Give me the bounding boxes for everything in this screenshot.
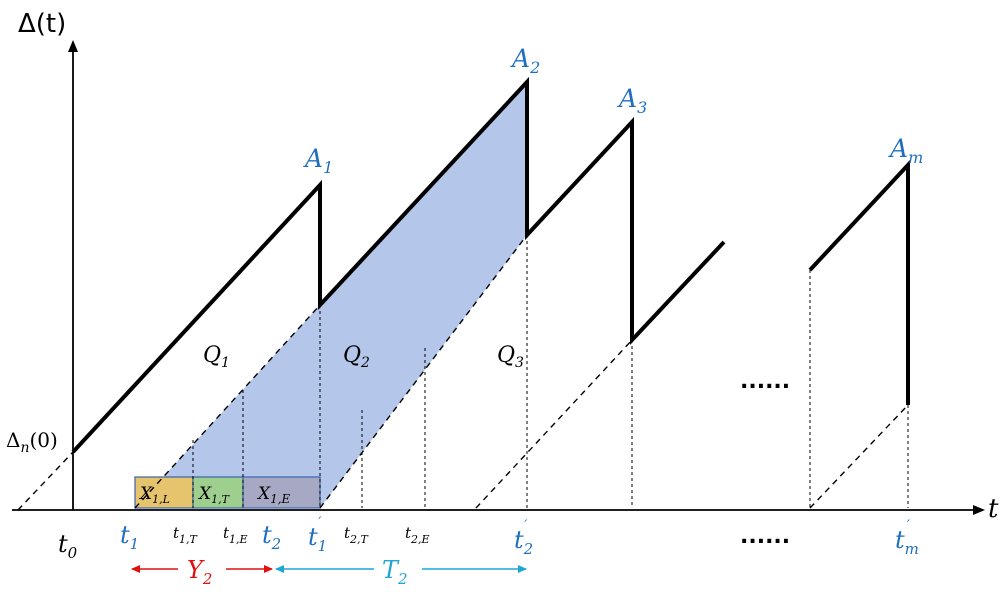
interval-label-bg-y2 xyxy=(178,555,226,581)
vertex-label-a3: A3 xyxy=(617,84,647,117)
tick-label-t2e: t2,E xyxy=(405,524,430,546)
ellipsis-axis: ...... xyxy=(740,524,790,549)
dashed-lines xyxy=(17,234,909,511)
interval-label-t2: T2 xyxy=(382,556,408,588)
box-label-x1l: X1,L xyxy=(138,484,170,506)
tick-label-tm-prime: tm′ xyxy=(895,518,919,558)
x-axis-label: t xyxy=(988,494,999,524)
box-label-x1e: X1,E xyxy=(256,484,291,506)
age-sawtooth xyxy=(71,76,910,454)
vertex-label-am: Am xyxy=(888,134,923,167)
area-label-q1: Q1 xyxy=(203,343,230,371)
tick-label-t1t: t1,T xyxy=(173,524,199,546)
dotted-guides xyxy=(192,235,909,508)
tick-label-t2-prime: t2′ xyxy=(514,518,533,558)
ellipsis-middle: ...... xyxy=(740,369,790,394)
y-axis-label: Δ(t) xyxy=(18,9,66,39)
tick-label-t1e: t1,E xyxy=(223,524,248,546)
tick-label-t1-prime: t1′ xyxy=(308,515,327,555)
box-label-x1t: X1,T xyxy=(197,484,231,506)
box-x1t xyxy=(192,476,244,509)
tick-label-t2t: t2,T xyxy=(344,524,370,546)
tick-label-t2: t2 xyxy=(262,521,281,553)
tick-label-t0: t0 xyxy=(58,530,78,562)
vertex-label-a1: A1 xyxy=(303,144,333,177)
tick-label-t1: t1 xyxy=(120,521,139,553)
interval-label-bg-t2 xyxy=(374,555,422,581)
vertex-label-a2: A2 xyxy=(510,44,540,77)
area-label-q2: Q2 xyxy=(343,343,370,371)
box-x1e xyxy=(242,476,321,509)
initial-age-label: Δn(0) xyxy=(6,428,58,456)
area-label-q3: Q3 xyxy=(497,343,524,371)
interval-label-y2: Y2 xyxy=(187,556,212,588)
